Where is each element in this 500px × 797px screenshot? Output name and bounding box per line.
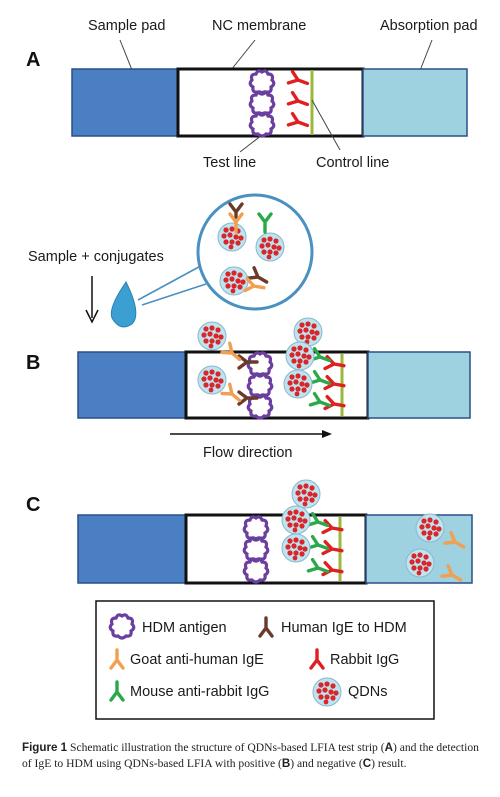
legend-rabbit-igg: Rabbit IgG [330, 652, 399, 668]
control-line-leader [311, 99, 341, 151]
figure-label: Figure 1 [22, 741, 68, 754]
sample-pad [71, 68, 179, 137]
qdn-icon [285, 341, 315, 371]
test-line-leader [239, 134, 263, 153]
test-line-label: Test line [203, 155, 256, 171]
qdn-icon [283, 369, 313, 399]
qdn-icon [291, 479, 321, 509]
caption-text-3: ) and negative ( [290, 757, 363, 770]
caption-text-1: Schematic illustration the structure of … [70, 741, 385, 754]
zoom-connector [137, 261, 209, 301]
arrow-head-icon [322, 430, 332, 438]
qdn-icon [281, 505, 311, 535]
panel-label-b: B [26, 352, 40, 374]
figure-caption: Figure 1 Schematic illustration the stru… [22, 740, 482, 772]
qdn-icon [281, 533, 311, 563]
zoom-connector [141, 283, 207, 306]
qdn-icon [197, 321, 227, 351]
caption-text-2: ) and the detection of IgE to HDM using … [22, 741, 479, 770]
magnifier-circle [196, 193, 314, 311]
conjugate-magnifier [196, 193, 314, 311]
panel-label-a: A [26, 49, 40, 71]
absorption-pad-label: Absorption pad [380, 18, 478, 34]
flow-direction-label: Flow direction [203, 445, 292, 461]
qdn-icon [217, 222, 247, 252]
qdn-icon [312, 677, 342, 707]
test-strip-b [77, 317, 471, 420]
test-strip-a [71, 67, 468, 138]
test-strip-c [77, 479, 473, 587]
droplet-icon [110, 281, 137, 328]
qdn-icon [197, 365, 227, 395]
sample-pad [77, 514, 187, 584]
sample-pad [77, 351, 187, 419]
caption-ref-a: A [384, 741, 393, 754]
control-line-label: Control line [316, 155, 389, 171]
legend-goat-anti-human: Goat anti-human IgE [130, 652, 264, 668]
sample-pad-label: Sample pad [88, 18, 165, 34]
absorption-pad [362, 68, 468, 137]
legend-hdm-antigen: HDM antigen [142, 620, 227, 636]
arrow-head-icon [85, 309, 99, 324]
legend-qdns: QDNs [348, 684, 387, 700]
qdn-icon [405, 548, 435, 578]
nc-membrane [176, 67, 365, 138]
absorption-pad [367, 351, 471, 419]
caption-text-4: ) result. [371, 757, 407, 770]
legend-mouse-anti-rabbit: Mouse anti-rabbit IgG [130, 684, 269, 700]
caption-ref-b: B [281, 757, 291, 770]
qdn-icon [415, 513, 445, 543]
legend-human-ige: Human IgE to HDM [281, 620, 407, 636]
qdn-icon [255, 232, 285, 262]
sample-conjugates-label: Sample + conjugates [28, 249, 164, 265]
panel-label-c: C [26, 494, 40, 516]
legend: HDM antigen Human IgE to HDM Goat anti-h… [95, 600, 435, 720]
caption-ref-c: C [362, 757, 372, 770]
nc-membrane-label: NC membrane [212, 18, 306, 34]
